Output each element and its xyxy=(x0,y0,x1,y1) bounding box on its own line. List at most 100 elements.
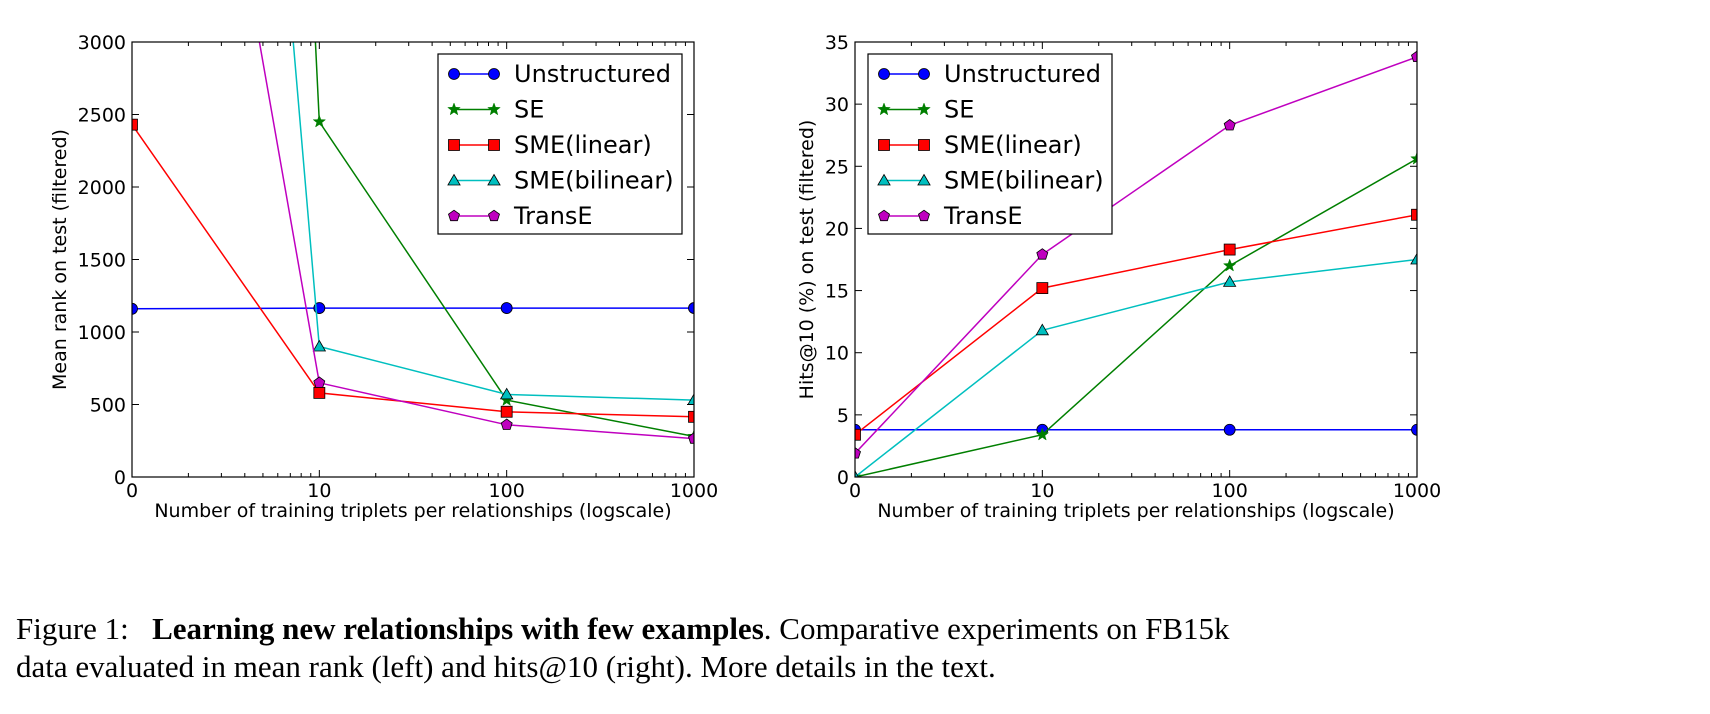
legend-marker-Unstructured xyxy=(488,68,500,80)
series-group xyxy=(855,50,1417,477)
series-line-SME(linear) xyxy=(132,124,694,418)
data-point-SME(linear)-0 xyxy=(132,118,138,131)
y-tick-label: 2500 xyxy=(78,105,126,127)
legend-marker-TransE xyxy=(878,209,890,222)
data-point-TransE-1 xyxy=(1036,248,1049,260)
x-axis-label: Number of training triplets per relation… xyxy=(877,500,1394,522)
data-point-Unstructured-2 xyxy=(500,302,513,314)
data-point-SME(linear)-2 xyxy=(1223,243,1236,256)
y-tick-label: 2000 xyxy=(78,177,126,199)
data-point-Unstructured-0 xyxy=(132,302,138,315)
data-point-TransE-1 xyxy=(313,376,326,388)
legend-box xyxy=(437,53,683,235)
x-tick-label: 100 xyxy=(489,480,525,502)
y-tick-label: 15 xyxy=(825,281,849,303)
data-point-SME(linear)-3 xyxy=(688,410,694,423)
data-point-TransE-3 xyxy=(688,432,694,444)
data-point-SE-1 xyxy=(312,114,327,128)
y-tick-label: 25 xyxy=(825,156,849,178)
legend-label-SME(bilinear): SME(bilinear) xyxy=(944,167,1104,195)
legend-marker-TransE xyxy=(918,209,930,222)
series-line-SME(linear) xyxy=(855,214,1417,436)
data-point-SME(bilinear)-1 xyxy=(312,339,327,352)
legend-label-Unstructured: Unstructured xyxy=(514,60,671,88)
legend-marker-SME(bilinear) xyxy=(447,173,461,186)
data-point-SE-3 xyxy=(1410,151,1417,165)
x-tick-label: 0 xyxy=(126,480,138,502)
caption-title: Learning new relationships with few exam… xyxy=(152,611,764,646)
series-group xyxy=(132,42,694,444)
data-point-SME(bilinear)-2 xyxy=(1222,275,1237,287)
data-point-TransE-0 xyxy=(855,447,861,459)
legend-marker-Unstructured xyxy=(878,68,890,80)
legend-label-SE: SE xyxy=(514,96,544,124)
x-tick-label: 1000 xyxy=(670,480,718,502)
data-point-SME(linear)-2 xyxy=(500,405,513,418)
series-line-SE xyxy=(855,158,1417,477)
data-point-TransE-2 xyxy=(500,418,513,430)
legend-marker-SE xyxy=(917,102,931,116)
x-tick-label: 100 xyxy=(1212,480,1248,502)
y-tick-label: 3000 xyxy=(78,32,126,54)
data-point-SME(bilinear)-2 xyxy=(499,387,514,400)
caption-text-line1: . Comparative experiments on FB15k xyxy=(763,611,1230,646)
legend-marker-SME(bilinear) xyxy=(877,173,891,186)
legend-label-SME(linear): SME(linear) xyxy=(514,131,652,159)
legend-marker-Unstructured xyxy=(448,68,460,80)
y-tick-label: 500 xyxy=(90,395,126,417)
data-point-SME(linear)-0 xyxy=(855,428,861,441)
data-point-SME(linear)-3 xyxy=(1411,208,1417,221)
series-line-Unstructured xyxy=(132,307,694,310)
legend-label-TransE: TransE xyxy=(513,202,593,230)
legend-marker-SME(linear) xyxy=(918,139,930,151)
data-point-SME(linear)-1 xyxy=(1036,282,1049,294)
data-point-TransE-2 xyxy=(1223,119,1236,131)
data-point-SME(linear)-1 xyxy=(313,386,326,399)
legend-marker-SE xyxy=(447,102,461,116)
legend-marker-SME(bilinear) xyxy=(917,173,931,186)
x-axis-label: Number of training triplets per relation… xyxy=(154,500,671,522)
caption-text-line2: data evaluated in mean rank (left) and h… xyxy=(16,649,996,684)
legend-box xyxy=(867,53,1113,235)
data-point-Unstructured-2 xyxy=(1223,423,1236,436)
data-point-Unstructured-3 xyxy=(688,302,694,314)
legend-marker-SME(bilinear) xyxy=(487,173,501,186)
x-tick-label: 0 xyxy=(849,480,861,502)
legend-marker-TransE xyxy=(488,209,500,222)
legend-label-SME(linear): SME(linear) xyxy=(944,131,1082,159)
caption-label: Figure 1: xyxy=(16,611,129,646)
y-tick-label: 1500 xyxy=(78,250,126,272)
legend-marker-SME(linear) xyxy=(878,139,890,151)
data-point-SME(bilinear)-3 xyxy=(1410,252,1417,265)
legend-marker-SME(linear) xyxy=(448,139,460,151)
legend-label-SME(bilinear): SME(bilinear) xyxy=(514,167,674,195)
legend-marker-Unstructured xyxy=(918,68,930,80)
data-point-Unstructured-3 xyxy=(1411,423,1417,436)
y-tick-label: 20 xyxy=(825,218,849,240)
legend-marker-TransE xyxy=(448,209,460,222)
data-point-SE-2 xyxy=(1222,258,1237,272)
legend-label-TransE: TransE xyxy=(943,202,1023,230)
series-line-SE xyxy=(314,42,694,438)
y-tick-label: 5 xyxy=(837,405,849,427)
y-axis-label: Mean rank on test (filtered) xyxy=(49,129,71,390)
legend-label-SE: SE xyxy=(944,96,974,124)
y-tick-label: 1000 xyxy=(78,322,126,344)
legend-marker-SE xyxy=(877,102,891,116)
series-line-SME(bilinear) xyxy=(855,258,1417,477)
y-tick-label: 30 xyxy=(825,94,849,116)
series-line-SME(bilinear) xyxy=(292,42,694,401)
data-point-SE-1 xyxy=(1035,427,1050,441)
legend-label-Unstructured: Unstructured xyxy=(944,60,1101,88)
y-tick-label: 10 xyxy=(825,343,849,365)
figure-caption: Figure 1: Learning new relationships wit… xyxy=(16,610,1706,686)
y-axis-label: Hits@10 (%) on test (filtered) xyxy=(796,120,818,400)
x-tick-label: 1000 xyxy=(1393,480,1441,502)
x-tick-label: 10 xyxy=(307,480,331,502)
y-tick-label: 0 xyxy=(837,467,849,489)
data-point-SME(bilinear)-0 xyxy=(855,470,859,477)
